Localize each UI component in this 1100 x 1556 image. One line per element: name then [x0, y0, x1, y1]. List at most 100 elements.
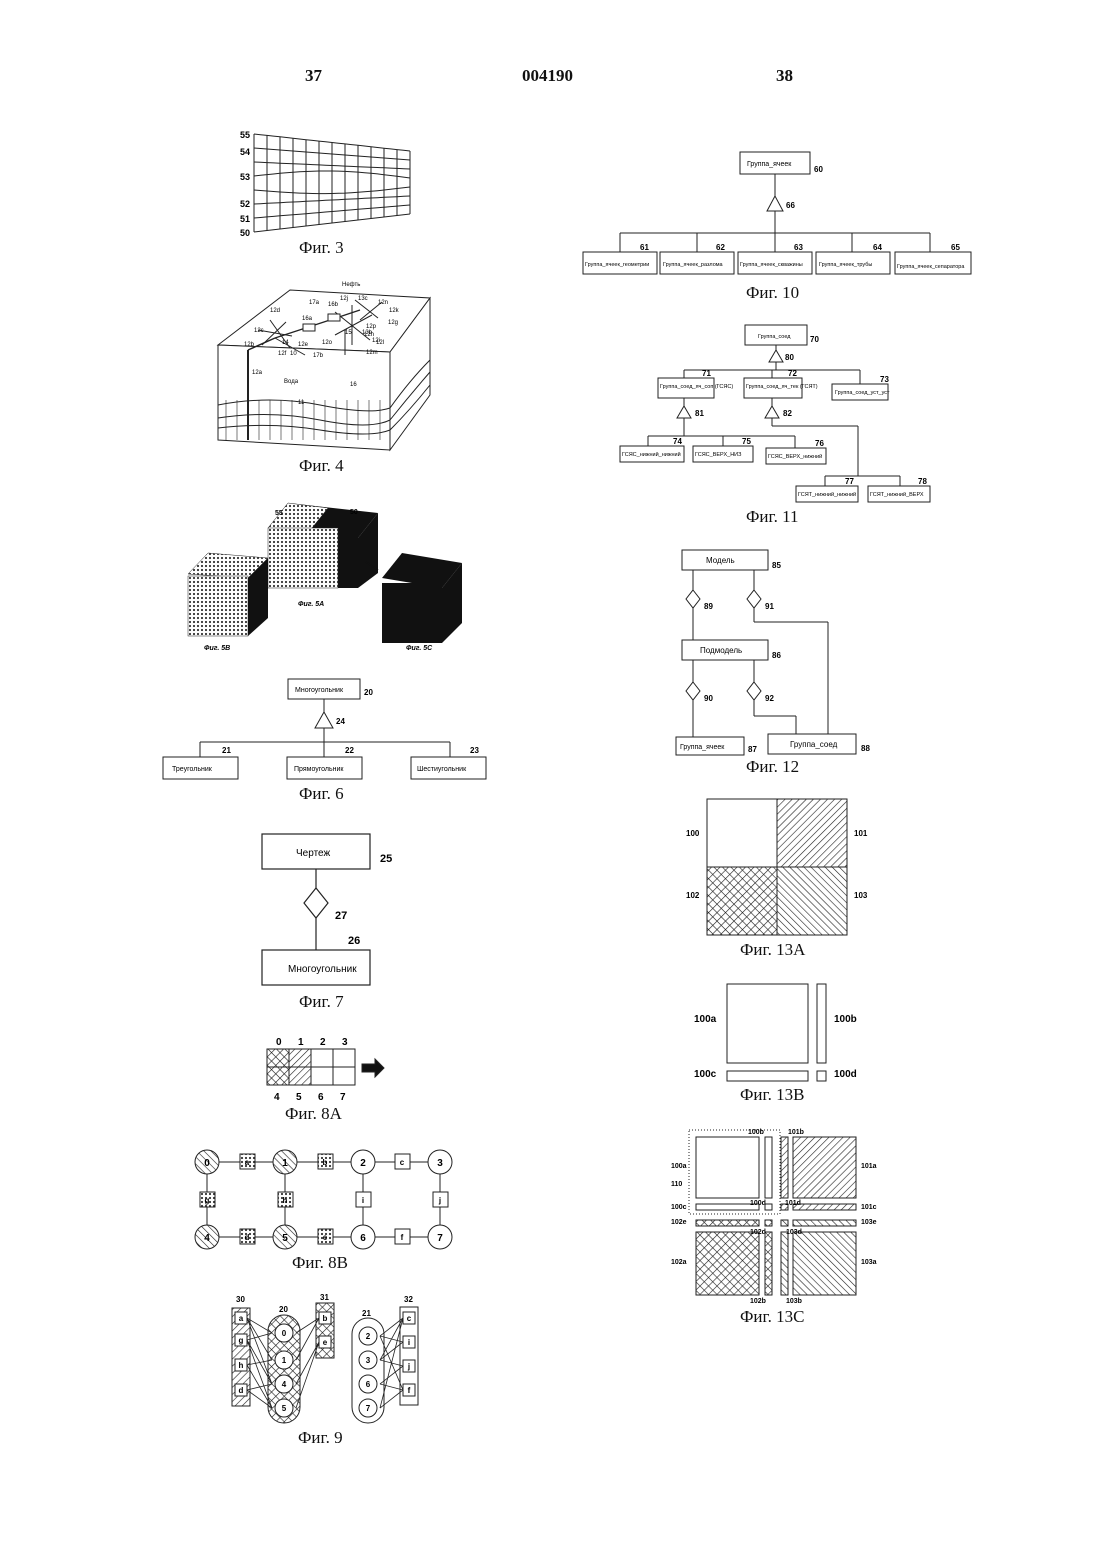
fig10-gen-ref: 66	[786, 201, 795, 210]
fig11-root-label: Группа_соед	[758, 334, 791, 340]
fig11-l2-label: ГСЯС_ВЕРХ_нижний	[768, 453, 822, 460]
fig10-child-ref: 65	[951, 243, 960, 252]
fig4-label: 12e	[298, 342, 309, 348]
fig6-child-label: Треугольник	[172, 766, 213, 773]
fig4-label: 14	[282, 340, 289, 346]
fig12-model-ref: 85	[772, 561, 781, 570]
fig8b-edge: b	[323, 1158, 328, 1167]
fig13c-ref: 101a	[861, 1163, 877, 1170]
fig10-child-ref: 63	[794, 243, 803, 252]
fig11-l2-label: ГСЯС_ВЕРХ_НИЗ	[695, 452, 742, 458]
fig8a-ref: 3	[342, 1037, 348, 1048]
fig7-top-label: Чертеж	[296, 848, 330, 859]
fig5-ref: 50	[350, 509, 358, 516]
fig9-col1-item: h	[239, 1361, 244, 1370]
fig9-col4-item: 6	[366, 1380, 371, 1389]
fig12-agg-ref: 92	[765, 694, 774, 703]
fig6-child-ref: 21	[222, 746, 231, 755]
fig8a-ref: 4	[274, 1092, 280, 1103]
fig13b-ref: 100d	[834, 1069, 857, 1080]
fig13b-ref: 100c	[694, 1069, 717, 1080]
fig11-l3-ref: 78	[918, 477, 927, 486]
fig8b-edge: f	[401, 1233, 404, 1242]
fig13b-ref: 100b	[834, 1014, 857, 1025]
fig10-child-label: Группа_ячеек_геометрии	[585, 262, 649, 268]
fig7-agg-ref: 27	[335, 910, 347, 922]
fig8b-node: 2	[360, 1158, 366, 1169]
fig4-label: 12c	[254, 328, 264, 334]
fig12-agg-ref: 91	[765, 602, 774, 611]
fig13c-ref: 103e	[861, 1219, 877, 1226]
fig4-label: 12j	[340, 296, 348, 302]
fig9-col5-item: j	[407, 1362, 410, 1371]
fig13a-quadrants	[707, 799, 847, 935]
fig3-grid: 55 54 53 52 51 50	[240, 130, 410, 238]
fig11-gen2-ref: 81	[695, 409, 704, 418]
fig11-l1-label: Группа_соед_уст_уст	[835, 390, 890, 396]
fig9-col2-item: 1	[282, 1356, 287, 1365]
fig12-conns-label: Группа_соед	[790, 740, 838, 749]
fig13c-ref: 100c	[671, 1204, 687, 1211]
fig13b-blocks	[727, 984, 826, 1081]
fig5-ref: 55	[275, 510, 283, 517]
fig6-gen-ref: 24	[336, 717, 345, 726]
fig11-root-ref: 70	[810, 335, 819, 344]
fig6-class-diagram	[163, 679, 486, 779]
fig13c-ref: 100d	[750, 1200, 766, 1207]
fig13c-ref: 101d	[785, 1200, 801, 1207]
fig3-ref: 53	[240, 172, 250, 182]
fig13c-ref: 102a	[671, 1259, 687, 1266]
fig8b-edge: j	[438, 1196, 441, 1205]
fig4-label: 13c	[358, 296, 368, 302]
fig11-caption: Фиг. 11	[746, 507, 798, 527]
fig6-child-label: Прямоугольник	[294, 766, 344, 773]
fig4-label: 16	[350, 382, 357, 388]
fig13a-ref: 103	[854, 891, 868, 900]
fig12-caption: Фиг. 12	[746, 757, 799, 777]
fig4-label: 16a	[302, 316, 313, 322]
fig13b-caption: Фиг. 13B	[740, 1085, 804, 1105]
fig13c-ref: 100b	[748, 1129, 764, 1136]
fig8b-node: 4	[204, 1233, 210, 1244]
fig8a-ref: 5	[296, 1092, 302, 1103]
fig13b-ref: 100a	[694, 1014, 717, 1025]
fig4-reservoir-block	[218, 290, 430, 450]
fig7-caption: Фиг. 7	[299, 992, 344, 1012]
fig13a-ref: 101	[854, 829, 868, 838]
fig11-l2-label: ГСЯС_нижний_нижний	[622, 451, 681, 458]
fig4-label: 16b	[328, 302, 339, 308]
fig12-cells-ref: 87	[748, 745, 757, 754]
fig4-label: 12n	[378, 300, 388, 306]
fig9-col4-item: 7	[366, 1404, 371, 1413]
fig4-label: 10	[290, 351, 297, 357]
fig6-root-label: Многоугольник	[295, 687, 344, 694]
fig10-root-label: Группа_ячеек	[747, 161, 792, 168]
fig8a-ref: 6	[318, 1092, 324, 1103]
fig13c-ref: 100a	[671, 1163, 687, 1170]
fig11-l1-ref: 73	[880, 375, 889, 384]
fig4-label: 12f	[278, 351, 287, 357]
fig9-ref: 30	[236, 1295, 245, 1304]
fig4-label: 17b	[313, 353, 324, 359]
fig4-label: 11	[298, 400, 305, 406]
fig9-col2-item: 0	[282, 1329, 287, 1338]
fig11-l1-label: Группа_соед_яч_соп (ГСЯС)	[660, 384, 733, 390]
fig4-label: 12l	[376, 340, 384, 346]
fig12-submodel-ref: 86	[772, 651, 781, 660]
fig12-agg-ref: 90	[704, 694, 713, 703]
fig9-ref: 32	[404, 1295, 413, 1304]
fig8b-node: 0	[204, 1158, 210, 1169]
fig13a-ref: 102	[686, 891, 700, 900]
fig9-col4-item: 2	[366, 1332, 371, 1341]
fig11-l3-ref: 77	[845, 477, 854, 486]
fig4-label: 13b	[362, 330, 373, 336]
fig6-child-ref: 23	[470, 746, 479, 755]
fig9-caption: Фиг. 9	[298, 1428, 343, 1448]
fig8a-ref: 1	[298, 1037, 304, 1048]
fig8b-edge: e	[323, 1233, 328, 1242]
fig13a-ref: 100	[686, 829, 700, 838]
fig8b-edge: d	[245, 1233, 250, 1242]
fig3-ref: 55	[240, 130, 250, 140]
fig9-col4-item: 3	[366, 1356, 371, 1365]
